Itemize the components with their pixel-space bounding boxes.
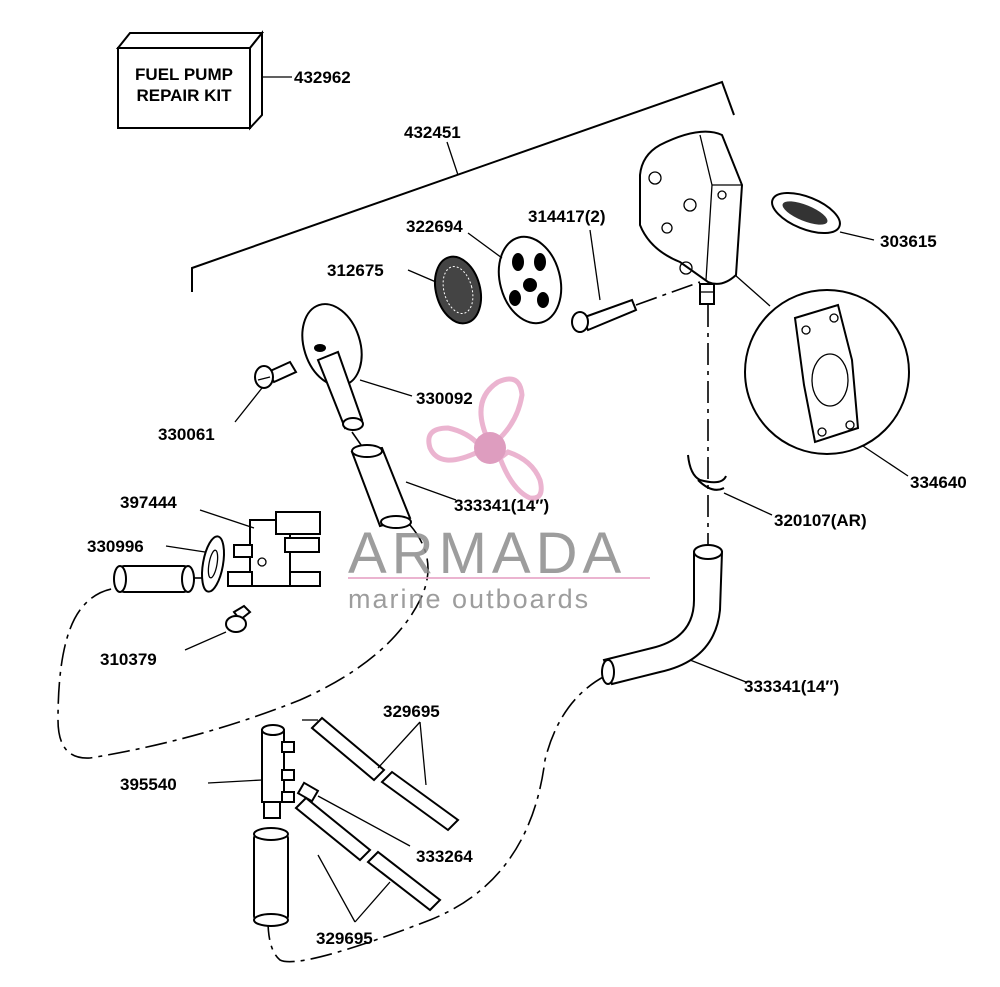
- label-312675: 312675: [327, 261, 384, 280]
- label-310379: 310379: [100, 650, 157, 669]
- label-397444: 397444: [120, 493, 177, 512]
- label-333341-upper: 333341(14′′): [454, 496, 549, 515]
- hoses-329695-upper: 329695: [302, 702, 460, 832]
- assembly-number: 432451: [404, 123, 461, 142]
- propeller-icon: [426, 376, 544, 501]
- gasket-330996: 330996: [87, 535, 225, 593]
- lower-hose: [253, 827, 289, 927]
- connector-333264: 333264: [296, 781, 473, 866]
- assembly-bracket: 432451: [191, 80, 735, 292]
- label-314417: 314417(2): [528, 207, 606, 226]
- label-329695-lower: 329695: [316, 929, 373, 948]
- gasket-303615: 303615: [771, 191, 937, 251]
- repair-kit-box: FUEL PUMP REPAIR KIT 432962: [115, 30, 351, 131]
- kit-title-line1: FUEL PUMP: [135, 65, 233, 84]
- screw-330061: 330061: [158, 360, 298, 444]
- diaphragm-322694: 322694: [406, 217, 563, 325]
- hose-333341-lower: 333341(14′′): [601, 544, 839, 696]
- screw-310379: 310379: [100, 604, 252, 669]
- filter-cover-330092: 330092: [301, 303, 473, 431]
- label-303615: 303615: [880, 232, 937, 251]
- kit-title-line2: REPAIR KIT: [136, 86, 232, 105]
- fuel-valve-397444: 397444: [120, 493, 321, 587]
- hose-333341-upper: 333341(14′′): [350, 444, 549, 529]
- label-330061: 330061: [158, 425, 215, 444]
- label-334640: 334640: [910, 473, 967, 492]
- label-330092: 330092: [416, 389, 473, 408]
- screen-312675: 312675: [327, 255, 483, 325]
- label-333264: 333264: [416, 847, 473, 866]
- screw-314417: 314417(2): [528, 207, 701, 333]
- t-fitting-395540: 395540: [120, 724, 295, 819]
- hose-clamp-320107: 320107(AR): [687, 454, 867, 530]
- fuel-pump-body: [639, 130, 744, 305]
- kit-part-number: 432962: [294, 68, 351, 87]
- label-322694: 322694: [406, 217, 463, 236]
- hoses-329695-lower: 329695: [294, 796, 442, 948]
- short-hose: [113, 565, 195, 593]
- label-333341-lower: 333341(14′′): [744, 677, 839, 696]
- label-329695-upper: 329695: [383, 702, 440, 721]
- watermark-brand: ARMADA: [348, 521, 626, 586]
- armada-watermark: ARMADA marine outboards: [348, 376, 650, 614]
- label-330996: 330996: [87, 537, 144, 556]
- watermark-tagline: marine outboards: [348, 584, 590, 614]
- gasket-detail-334640: 334640: [734, 274, 967, 492]
- label-320107: 320107(AR): [774, 511, 867, 530]
- label-395540: 395540: [120, 775, 177, 794]
